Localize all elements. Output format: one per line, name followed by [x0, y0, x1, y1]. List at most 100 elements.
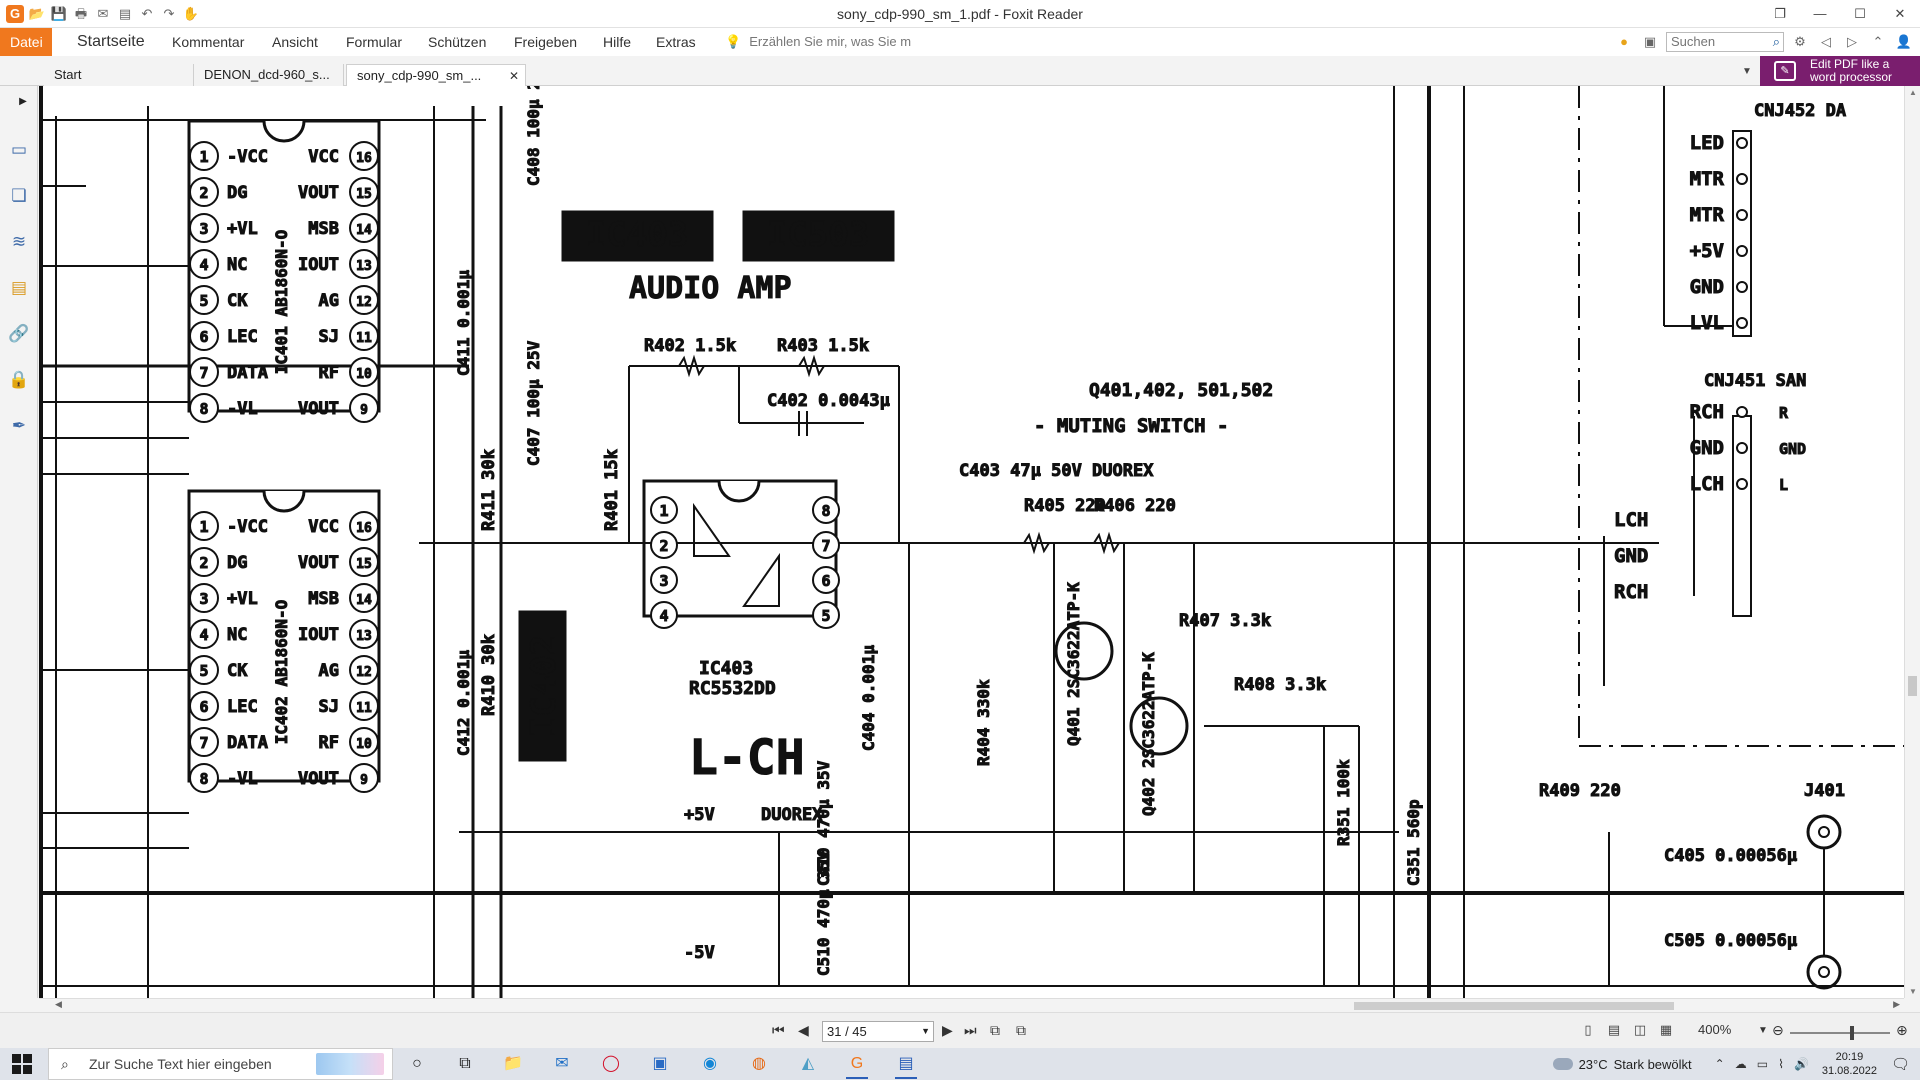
tab-schuetzen[interactable]: Schützen	[428, 34, 487, 50]
foxit-taskbar-icon[interactable]: G	[844, 1052, 870, 1079]
network-icon[interactable]: ⌇	[1778, 1057, 1784, 1071]
close-icon[interactable]: ✕	[1894, 6, 1906, 21]
search-input[interactable]	[1671, 34, 1766, 49]
volume-icon[interactable]: 🔊	[1793, 1057, 1809, 1071]
last-page-icon[interactable]: ⏭	[964, 1022, 977, 1038]
maximize-icon[interactable]: ☐	[1854, 6, 1866, 21]
print-icon[interactable]: 🖶	[74, 6, 88, 21]
tray-chevron-icon[interactable]: ⌃	[1714, 1057, 1725, 1071]
store-icon[interactable]: ▣	[652, 1055, 668, 1072]
cortana-icon[interactable]: ○	[412, 1055, 422, 1072]
mail-icon[interactable]: ✉	[555, 1055, 569, 1072]
ic402-left-pin-label: +VL	[227, 589, 258, 609]
comments-icon[interactable]: ▤	[10, 278, 28, 297]
minimize-icon[interactable]: —	[1813, 6, 1827, 21]
scroll-down-icon[interactable]: ▼	[1909, 987, 1917, 996]
open-icon[interactable]: 📂	[28, 6, 46, 21]
tab-hilfe[interactable]: Hilfe	[603, 34, 632, 50]
zoom-slider-knob[interactable]	[1850, 1026, 1854, 1040]
vertical-scrollbar[interactable]: ▲ ▼	[1904, 86, 1920, 998]
task-view-icon[interactable]: ⧉	[459, 1055, 471, 1072]
opera-icon[interactable]: ◯	[602, 1055, 620, 1072]
forward-arrow-icon[interactable]: ▷	[1847, 34, 1857, 49]
r410-label: R410 30k	[479, 634, 499, 716]
gear-icon[interactable]: ⚙	[1794, 34, 1806, 49]
panel-expand-icon[interactable]: ▶	[19, 96, 27, 107]
hand-tool-icon[interactable]: ✋	[182, 6, 200, 21]
battery-icon[interactable]: ▭	[1756, 1057, 1769, 1071]
ic402-left-pin-label: DATA	[227, 733, 268, 753]
notifications-icon[interactable]: 🗨	[1890, 1056, 1910, 1073]
tab-ansicht[interactable]: Ansicht	[272, 34, 318, 50]
weather-widget[interactable]: 23°C Stark bewölkt	[1552, 1057, 1692, 1072]
zoom-dropdown-icon[interactable]: ▼	[1758, 1025, 1768, 1036]
windows-start-icon[interactable]	[12, 1054, 32, 1074]
search-field[interactable]: ⌕	[1666, 32, 1784, 52]
bookmarks-icon[interactable]: ≋	[11, 232, 27, 251]
horizontal-scrollbar[interactable]: ◀ ▶	[39, 998, 1904, 1012]
tab-freigeben[interactable]: Freigeben	[514, 34, 578, 50]
save-icon[interactable]: 💾	[50, 6, 68, 21]
close-tab-icon[interactable]: ✕	[508, 69, 519, 83]
tab-formular[interactable]: Formular	[346, 34, 403, 50]
tab-startseite[interactable]: Startseite	[77, 33, 145, 50]
continuous-icon[interactable]: ▤	[1607, 1022, 1621, 1037]
pages-icon[interactable]: ▭	[10, 140, 28, 159]
vertical-scroll-thumb[interactable]	[1908, 676, 1917, 696]
ic401-right-pin-circle	[349, 177, 379, 207]
tab-extras[interactable]: Extras	[656, 34, 696, 50]
next-page-icon[interactable]: ▶	[942, 1022, 953, 1038]
email-icon[interactable]: ✉	[97, 6, 109, 21]
signature-icon[interactable]: ✒	[11, 416, 27, 435]
page-number-field[interactable]: 31 / 45 ▼	[822, 1021, 934, 1042]
doc-tab-start[interactable]: Start	[44, 64, 194, 86]
tell-me-box[interactable]: 💡Erzählen Sie mir, was Sie m	[725, 28, 911, 56]
tab-list-dropdown-icon[interactable]: ▼	[1742, 66, 1752, 77]
layers-icon[interactable]: ❏	[11, 186, 27, 205]
doc-tab-denon[interactable]: DENON_dcd-960_s...	[194, 64, 344, 86]
tab-datei[interactable]: Datei	[0, 28, 52, 56]
attachments-icon[interactable]: 🔗	[8, 324, 30, 343]
redo-icon[interactable]: ↷	[163, 6, 175, 21]
new-doc-icon[interactable]: ▤	[118, 6, 132, 21]
next-view-icon[interactable]: ⧉	[1016, 1022, 1026, 1038]
edit-pdf-promo-button[interactable]: ✎ Edit PDF like a word processor	[1760, 56, 1920, 86]
zoom-in-icon[interactable]: ⊕	[1896, 1022, 1908, 1038]
edge-icon[interactable]: ◉	[703, 1055, 717, 1072]
taskbar-search-box[interactable]: ⌕ Zur Suche Text hier eingeben	[48, 1048, 393, 1080]
find-icon[interactable]: ▣	[1643, 34, 1657, 49]
back-arrow-icon[interactable]: ◁	[1821, 34, 1831, 49]
continuous-facing-icon[interactable]: ▦	[1659, 1022, 1673, 1037]
scroll-right-icon[interactable]: ▶	[1893, 999, 1900, 1009]
restore-icon[interactable]: ❐	[1774, 6, 1786, 21]
scroll-up-icon[interactable]: ▲	[1909, 88, 1917, 97]
like-icon[interactable]: ●	[1620, 34, 1628, 49]
ic402-left-pin-label: DG	[227, 553, 247, 573]
doc-tab-sony[interactable]: sony_cdp-990_sm_... ✕	[346, 64, 526, 86]
app-icon[interactable]: ◭	[801, 1055, 815, 1072]
file-explorer-icon[interactable]: 📁	[503, 1055, 523, 1072]
firefox-icon[interactable]: ◍	[752, 1055, 766, 1072]
facing-icon[interactable]: ◫	[1633, 1022, 1647, 1037]
zoom-out-icon[interactable]: ⊖	[1772, 1022, 1784, 1038]
undo-icon[interactable]: ↶	[141, 6, 153, 21]
ribbon-collapse-icon[interactable]: ⌃	[1872, 34, 1884, 49]
horizontal-scroll-thumb[interactable]	[1354, 1002, 1674, 1010]
zoom-level[interactable]: 400%	[1698, 1022, 1732, 1037]
security-icon[interactable]: 🔒	[8, 370, 30, 389]
scroll-left-icon[interactable]: ◀	[55, 999, 62, 1009]
zoom-slider[interactable]	[1790, 1026, 1890, 1040]
search-icon[interactable]: ⌕	[1772, 34, 1780, 49]
single-page-icon[interactable]: ▯	[1584, 1022, 1592, 1037]
previous-view-icon[interactable]: ⧉	[990, 1022, 1000, 1038]
onedrive-icon[interactable]: ☁	[1734, 1057, 1747, 1071]
user-icon[interactable]: 👤	[1895, 34, 1913, 49]
foxit-logo-icon[interactable]: G	[6, 5, 24, 23]
page-dropdown-icon[interactable]: ▼	[921, 1026, 930, 1036]
word-taskbar-icon[interactable]: ▤	[893, 1052, 919, 1079]
tab-kommentar[interactable]: Kommentar	[172, 34, 245, 50]
clock[interactable]: 20:19 31.08.2022	[1822, 1050, 1877, 1078]
first-page-icon[interactable]: ⏮	[772, 1022, 785, 1038]
previous-page-icon[interactable]: ◀	[798, 1022, 809, 1038]
